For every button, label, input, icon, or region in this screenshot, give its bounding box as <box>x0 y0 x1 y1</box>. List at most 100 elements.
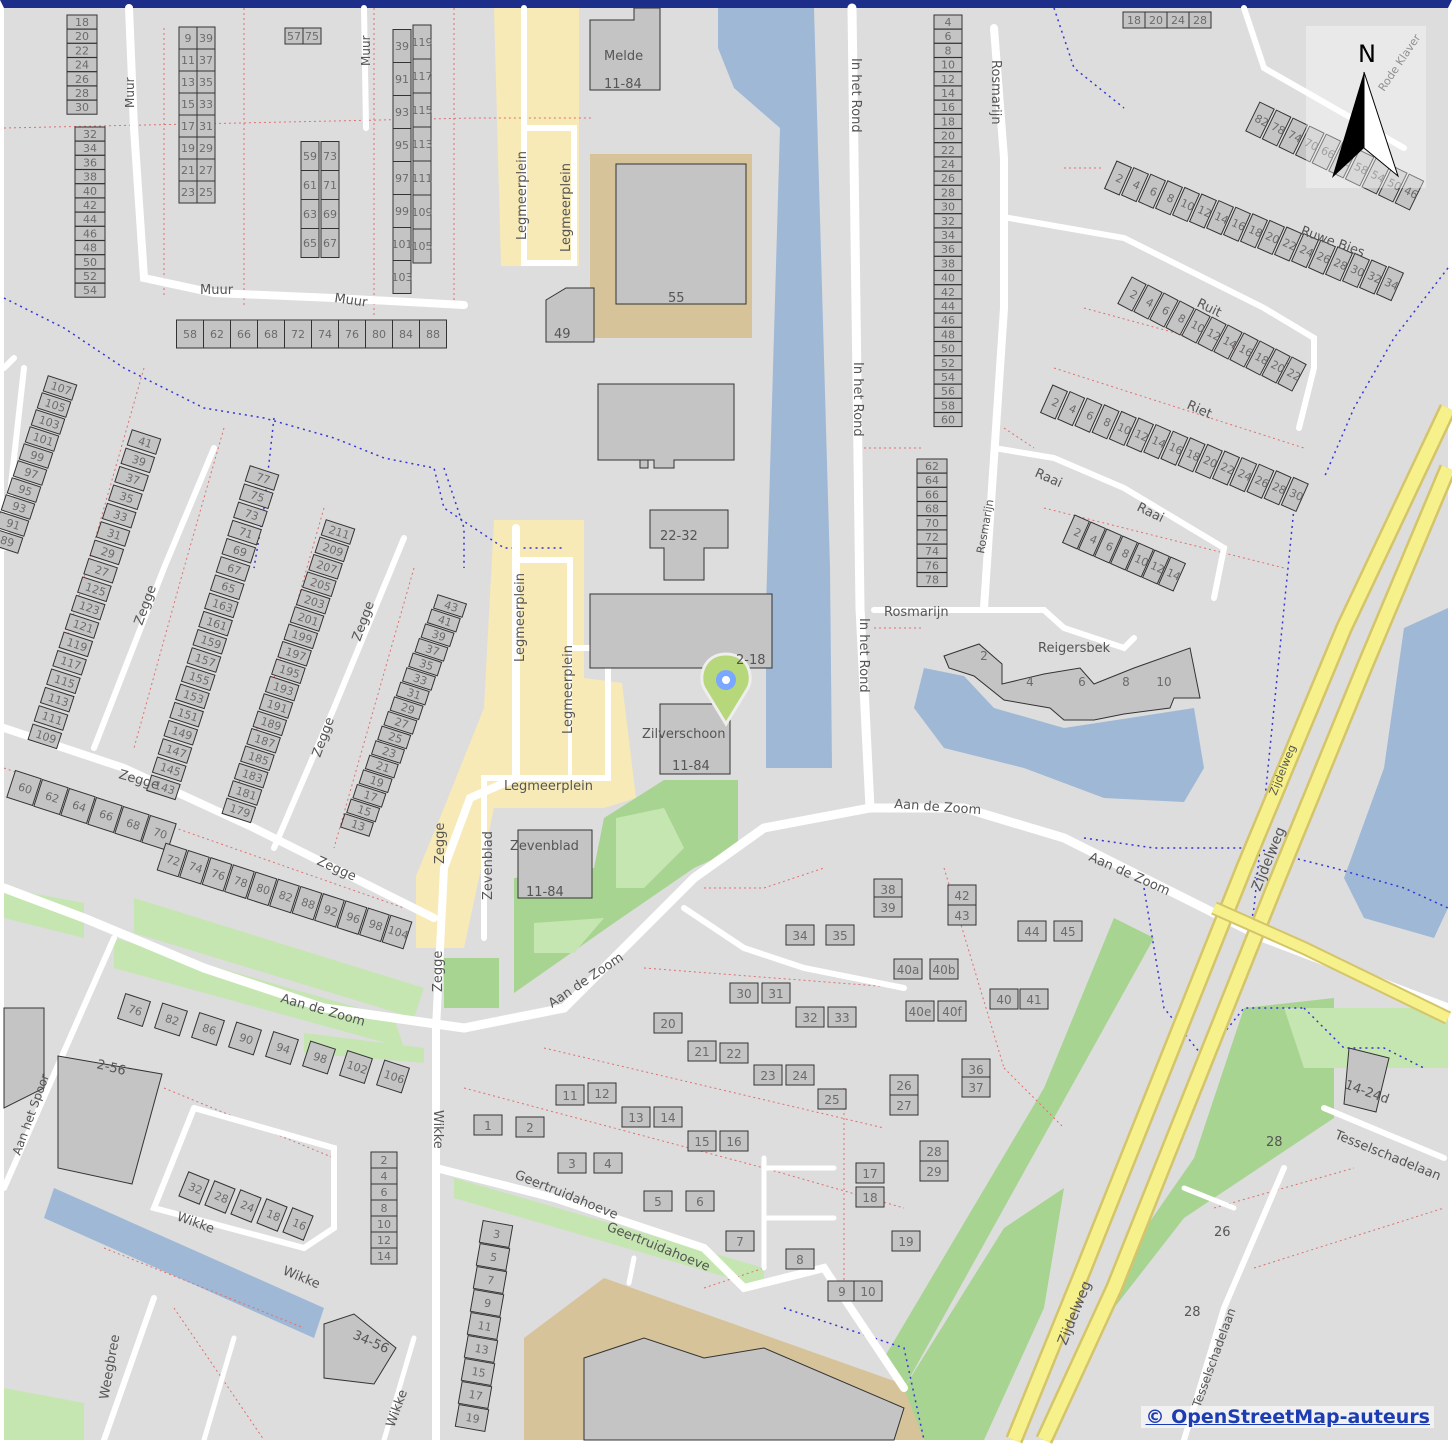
north-arrow-icon <box>1332 72 1364 178</box>
row-house <box>1307 239 1337 275</box>
house-number: 22 <box>75 44 89 57</box>
house-number: 40b <box>933 963 956 977</box>
house-number: 54 <box>1369 168 1387 186</box>
house-number: 34 <box>1382 276 1400 294</box>
building-34-56 <box>323 1313 397 1385</box>
row-house <box>457 1380 493 1410</box>
row-house <box>311 319 339 349</box>
row-house <box>1239 213 1269 249</box>
street-label: Muur <box>359 35 373 66</box>
house-number: 46 <box>83 227 97 240</box>
house-number: 18 <box>1184 447 1202 465</box>
house-number: 8 <box>381 1202 388 1215</box>
row-house <box>289 606 325 632</box>
house-number: 62 <box>210 328 224 341</box>
row-house <box>227 519 262 546</box>
detached-house <box>593 1152 623 1174</box>
house-number: 34 <box>941 229 955 242</box>
poi-label: 2-18 <box>736 653 766 668</box>
house-number: 145 <box>158 760 182 779</box>
row-house <box>1103 160 1133 196</box>
house-number: 22 <box>941 144 955 157</box>
house-number: 16 <box>726 1135 741 1149</box>
row-house <box>314 893 345 928</box>
row-house <box>1245 340 1275 376</box>
house-number: 106 <box>382 1068 406 1087</box>
house-number: 58 <box>183 328 197 341</box>
row-house <box>52 649 87 676</box>
house-number: 14 <box>1164 566 1182 584</box>
house-number: 95 <box>395 139 409 152</box>
row-house <box>33 705 69 731</box>
house-number: 27 <box>393 715 410 732</box>
house-number: 44 <box>1024 925 1039 939</box>
house-number: 28 <box>1331 256 1349 274</box>
row-house <box>58 631 94 658</box>
house-number: 199 <box>290 628 314 647</box>
house-number: 159 <box>199 633 223 652</box>
house-number: 103 <box>37 413 61 432</box>
row-house <box>83 557 118 584</box>
house-number: 28 <box>1193 14 1207 27</box>
house-number: 30 <box>1348 262 1366 280</box>
house-number: 181 <box>234 784 258 803</box>
row-house <box>1211 450 1241 486</box>
location-pin-icon[interactable] <box>700 652 752 727</box>
house-number: 45 <box>1060 925 1075 939</box>
house-number: 119 <box>412 36 433 49</box>
detached-house <box>825 924 855 946</box>
house-number: 58 <box>1352 160 1370 178</box>
row-house <box>39 686 75 713</box>
house-number: 21 <box>694 1045 709 1059</box>
street-label: Reigersbek <box>1038 641 1111 656</box>
detached-house <box>855 1162 885 1184</box>
house-number: 155 <box>187 669 211 688</box>
house-numbers: 4681012141618202224262830323436384042444… <box>0 14 1420 1426</box>
building-central <box>597 383 735 469</box>
detached-house <box>961 1076 991 1098</box>
house-number: 39 <box>430 628 447 645</box>
row-house <box>1061 514 1091 550</box>
house-number: 10 <box>860 1285 875 1299</box>
detached-house <box>473 1114 503 1136</box>
map-canvas[interactable]: Legmeerplein Legmeerplein Legmeerplein L… <box>0 3 1452 1444</box>
house-number: 20 <box>941 130 955 143</box>
detached-house <box>889 1094 919 1116</box>
house-number: 40e <box>909 1005 932 1019</box>
house-number: 69 <box>323 208 337 221</box>
house-number: 15 <box>694 1135 709 1149</box>
house-number: 74 <box>1286 128 1304 146</box>
building-mall <box>583 1337 905 1441</box>
house-number: 30 <box>941 201 955 214</box>
house-number: 117 <box>59 654 83 673</box>
row-house <box>1057 390 1086 427</box>
detached-house <box>761 982 791 1004</box>
row-house <box>1341 252 1371 289</box>
row-house <box>74 282 106 298</box>
row-house <box>1194 443 1223 480</box>
house-number: 24 <box>1236 467 1254 485</box>
house-number: 4 <box>381 1170 388 1183</box>
house-number: 23 <box>380 744 397 761</box>
house-number: 4 <box>1131 178 1143 193</box>
row-house <box>1188 193 1218 229</box>
house-number: 31 <box>199 120 213 133</box>
house-number: 92 <box>322 903 339 920</box>
row-house <box>408 652 443 677</box>
row-house <box>1133 284 1163 320</box>
house-number: 30 <box>736 987 751 1001</box>
house-number: 157 <box>193 651 217 670</box>
street-label: Zevenblad <box>481 831 496 900</box>
house-number: 39 <box>395 40 409 53</box>
house-number: 40 <box>83 185 97 198</box>
house-number: 9 <box>483 1297 492 1311</box>
house-number: 66 <box>97 807 114 824</box>
house-number: 5 <box>489 1251 498 1265</box>
house-number: 14 <box>377 1250 391 1263</box>
house-number: 40 <box>941 272 955 285</box>
attribution-link[interactable]: © OpenStreetMap-auteurs <box>1141 1406 1434 1428</box>
building-zilverschoon <box>659 703 731 775</box>
row-house <box>282 1207 314 1241</box>
row-house <box>169 701 204 728</box>
